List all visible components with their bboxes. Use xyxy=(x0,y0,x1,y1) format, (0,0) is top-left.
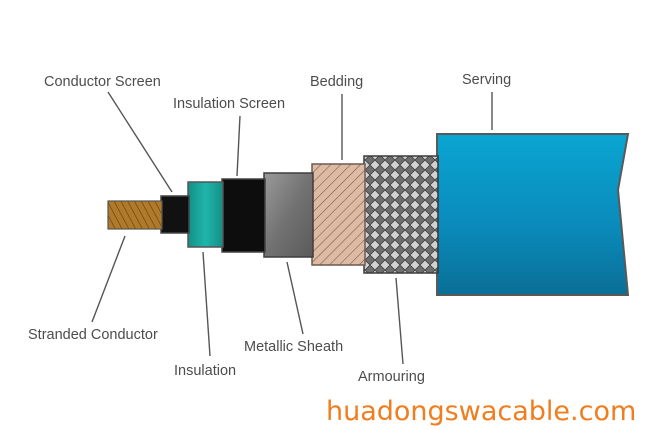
label-stranded-conductor: Stranded Conductor xyxy=(28,327,158,343)
leader-insulation-screen xyxy=(236,115,241,177)
label-armouring: Armouring xyxy=(358,369,425,385)
leader-metallic-sheath xyxy=(286,261,304,335)
insulation-screen-layer xyxy=(221,178,266,253)
label-bedding: Bedding xyxy=(310,74,363,90)
label-insulation: Insulation xyxy=(174,363,236,379)
insulation-layer xyxy=(187,181,224,248)
watermark-text: huadongswacable.com xyxy=(326,396,636,427)
leader-armouring xyxy=(395,277,404,365)
label-metallic-sheath: Metallic Sheath xyxy=(244,339,343,355)
leader-conductor-screen xyxy=(107,91,173,193)
label-insulation-screen: Insulation Screen xyxy=(173,96,285,112)
serving-layer xyxy=(436,133,630,296)
label-conductor-screen: Conductor Screen xyxy=(44,74,161,90)
leader-insulation xyxy=(202,251,211,357)
leader-stranded-conductor xyxy=(91,235,126,323)
stranded-conductor-core xyxy=(107,200,163,230)
label-serving: Serving xyxy=(462,72,511,88)
conductor-screen-layer xyxy=(160,195,190,234)
bedding-layer xyxy=(311,163,366,266)
metallic-sheath-layer xyxy=(263,172,314,258)
armouring-layer xyxy=(363,155,439,274)
